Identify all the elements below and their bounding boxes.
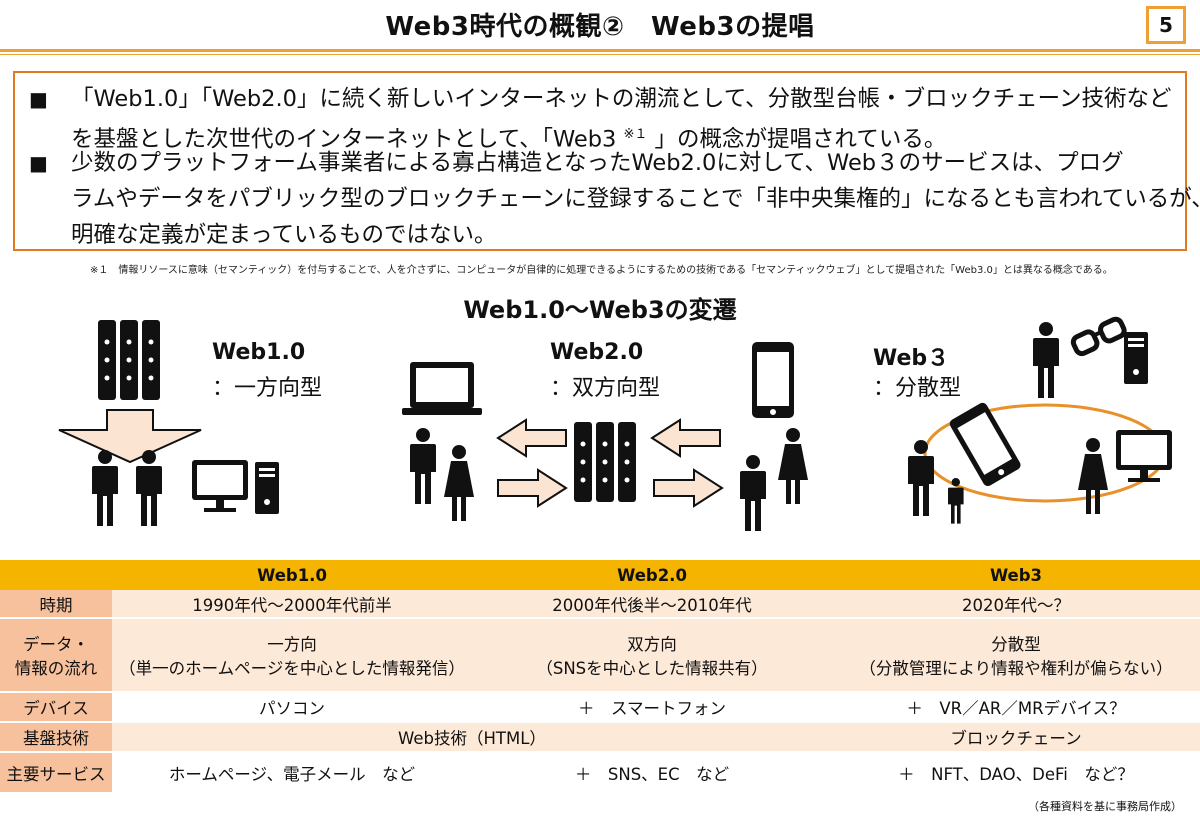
- era-web3-title: Web３: [873, 346, 950, 371]
- person-icon: [1033, 322, 1059, 398]
- footnote: ※１ 情報リソースに意味（セマンティック）を付与することで、人を介さずに、コンピ…: [90, 265, 1113, 276]
- monitor-icon: [1116, 430, 1172, 482]
- bullet-1-line-1: 「Web1.0」「Web2.0」に続く新しいインターネットの潮流として、分散型台…: [71, 86, 1172, 112]
- table-row-period: 時期 1990年代～2000年代前半 2000年代後半～2010年代 2020年…: [0, 590, 1200, 618]
- bullet-2-line-3: 明確な定義が定まっているものではない。: [71, 222, 497, 248]
- row-label-line-2: 情報の流れ: [14, 659, 98, 678]
- table-cell: ＋ VR／AR／MRデバイス？: [832, 692, 1200, 722]
- right-arrow-icon: [653, 468, 724, 508]
- table-row-service: 主要サービス ホームページ、電子メール など ＋ SNS、EC など ＋ NFT…: [0, 752, 1200, 792]
- col-header-web1: Web1.0: [112, 560, 472, 590]
- person-icon: [410, 428, 436, 504]
- cell-line-1: 双方向: [627, 635, 677, 654]
- cell-line-2: （SNSを中心とした情報共有）: [536, 659, 768, 678]
- comparison-table: Web1.0 Web2.0 Web3 時期 1990年代～2000年代前半 20…: [0, 560, 1200, 792]
- smartphone-icon: [752, 342, 794, 418]
- left-arrow-icon: [650, 418, 721, 458]
- glasses-icon: [1070, 316, 1127, 357]
- pc-tower-icon: [255, 462, 279, 514]
- pc-tower-icon: [1124, 332, 1148, 384]
- server-icon: [574, 422, 636, 502]
- cell-line-2: （単一のホームページを中心とした情報発信）: [119, 659, 465, 678]
- person-icon: [92, 450, 118, 526]
- table-cell: 双方向 （SNSを中心とした情報共有）: [472, 618, 832, 692]
- bullet-square-icon: ■: [29, 151, 48, 175]
- table-cell: Web技術（HTML）: [112, 722, 832, 752]
- evolution-illustration: [58, 316, 1172, 531]
- row-label: デバイス: [0, 692, 112, 722]
- right-arrow-icon: [497, 468, 568, 508]
- down-arrow-icon: [58, 409, 202, 464]
- laptop-icon: [402, 362, 482, 415]
- source-note: （各種資料を基に事務局作成）: [1028, 800, 1182, 813]
- person-icon: [444, 445, 474, 521]
- table-cell: ホームページ、電子メール など: [112, 752, 472, 792]
- row-label: データ・ 情報の流れ: [0, 618, 112, 692]
- server-icon: [98, 320, 160, 400]
- table-cell: 2020年代～？: [832, 590, 1200, 618]
- person-icon: [136, 450, 162, 526]
- era-web2-title: Web2.0: [550, 340, 644, 365]
- row-label: 主要サービス: [0, 752, 112, 792]
- table-cell: 分散型 （分散管理により情報や権利が偏らない）: [832, 618, 1200, 692]
- smartphone-icon: [948, 401, 1023, 488]
- person-icon: [740, 455, 766, 531]
- table-cell: ＋ NFT、DAO、DeFi など？: [832, 752, 1200, 792]
- page-title: Web3時代の概観② Web3の提唱: [385, 12, 815, 42]
- section-title: Web1.0～Web3の変遷: [463, 296, 737, 324]
- col-header-web3: Web3: [832, 560, 1200, 590]
- table-row-flow: データ・ 情報の流れ 一方向 （単一のホームページを中心とした情報発信） 双方向…: [0, 618, 1200, 692]
- person-icon: [948, 478, 964, 524]
- table-cell: 1990年代～2000年代前半: [112, 590, 472, 618]
- era-web1-type: ：一方向型: [212, 376, 323, 401]
- col-header-web2: Web2.0: [472, 560, 832, 590]
- person-icon: [908, 440, 934, 516]
- bullet-1-line-2: を基盤とした次世代のインターネットとして、「Web3 ※１ 」の概念が提唱されて…: [71, 126, 947, 153]
- bullet-2-line-1: 少数のプラットフォーム事業者による寡占構造となったWeb2.0に対して、Web３…: [71, 150, 1124, 176]
- header-rule-thin: [0, 54, 1200, 55]
- era-web1-title: Web1.0: [212, 340, 306, 365]
- summary-box: ■ 「Web1.0」「Web2.0」に続く新しいインターネットの潮流として、分散…: [13, 71, 1200, 251]
- table-cell: ブロックチェーン: [832, 722, 1200, 752]
- era-web3-type: ：分散型: [873, 376, 962, 401]
- row-label: 時期: [0, 590, 112, 618]
- cell-line-2: （分散管理により情報や権利が偏らない）: [859, 659, 1173, 678]
- cell-line-1: 一方向: [267, 635, 317, 654]
- person-icon: [778, 428, 808, 504]
- table-row-tech: 基盤技術 Web技術（HTML） ブロックチェーン: [0, 722, 1200, 752]
- table-cell: 2000年代後半～2010年代: [472, 590, 832, 618]
- table-row-device: デバイス パソコン ＋ スマートフォン ＋ VR／AR／MRデバイス？: [0, 692, 1200, 722]
- table-cell: ＋ スマートフォン: [472, 692, 832, 722]
- table-cell: 一方向 （単一のホームページを中心とした情報発信）: [112, 618, 472, 692]
- row-label-line-1: データ・: [23, 635, 89, 654]
- bullet-2-line-2: ラムやデータをパブリック型のブロックチェーンに登録することで「非中央集権的」にな…: [71, 186, 1200, 212]
- bullet-square-icon: ■: [29, 87, 48, 111]
- table-corner: [0, 560, 112, 590]
- footnote-ref: ※１: [623, 127, 648, 142]
- era-web2-type: ：双方向型: [550, 376, 661, 401]
- monitor-icon: [192, 460, 248, 512]
- cell-line-1: 分散型: [991, 635, 1041, 654]
- page-number: 5: [1146, 6, 1186, 44]
- header-rule: [0, 49, 1200, 52]
- row-label: 基盤技術: [0, 722, 112, 752]
- left-arrow-icon: [496, 418, 567, 458]
- table-cell: パソコン: [112, 692, 472, 722]
- table-header-row: Web1.0 Web2.0 Web3: [0, 560, 1200, 590]
- person-icon: [1078, 438, 1108, 514]
- table-cell: ＋ SNS、EC など: [472, 752, 832, 792]
